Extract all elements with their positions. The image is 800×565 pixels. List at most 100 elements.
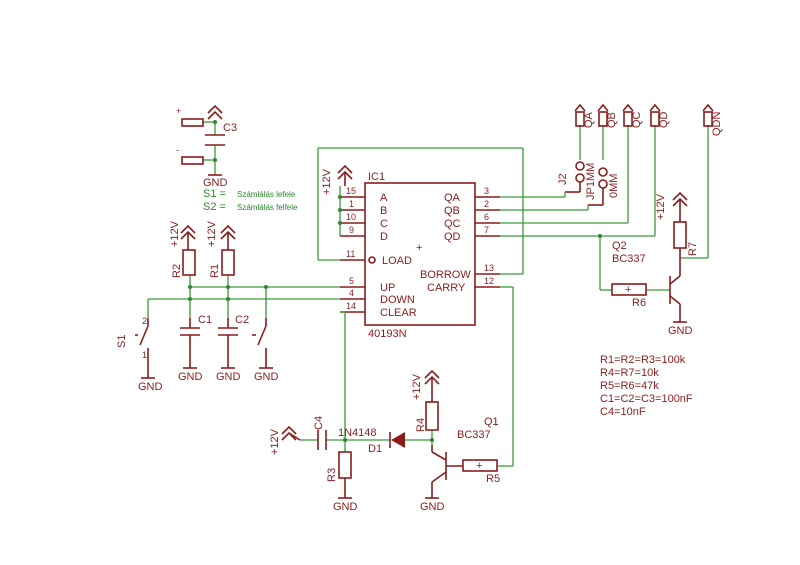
ic1-pin-4: 4 <box>349 288 354 298</box>
s1-pin1: 1 <box>142 350 147 360</box>
note-s2-text: Számlálás felfele <box>237 203 298 212</box>
capacitor-c3: C3 GND + - <box>176 104 237 189</box>
note-s2: S2 = <box>203 201 226 213</box>
output-connectors: QA QB QC QD QDN <box>574 103 723 137</box>
gnd-r3: GND <box>333 501 358 513</box>
r5-label: R5 <box>486 473 500 485</box>
ic1-pin-3: 3 <box>484 186 489 196</box>
value-line-4: C1=C2=C3=100nF <box>600 393 693 405</box>
switch-notes: S1 = Számlálás lefele S2 = Számlálás fel… <box>203 188 298 213</box>
ic1-label-c: C <box>380 218 388 230</box>
resistor-r5: + R5 <box>462 459 500 485</box>
ic1-pin-5: 5 <box>349 276 354 286</box>
wires <box>147 120 709 467</box>
c4-label: C4 <box>313 416 325 430</box>
gnd-c3: GND <box>203 177 228 189</box>
component-values: R1=R2=R3=100k R4=R7=10k R5=R6=47k C1=C2=… <box>600 354 693 418</box>
vcc-abcd-label: +12V <box>321 168 333 195</box>
r3-label: R3 <box>326 468 338 482</box>
out-qb: QB <box>606 112 618 128</box>
ic1-center-plus: + <box>416 242 422 254</box>
gnd-q2: GND <box>668 325 693 337</box>
r7-vcc-label: +12V <box>655 193 667 220</box>
jumpers: J2 JP1MM 0MM <box>557 161 620 210</box>
resistor-r6: + R6 <box>611 283 647 309</box>
r6-label: R6 <box>632 297 646 309</box>
transistor-q1: Q1 BC337 GND <box>420 416 499 513</box>
note-s1-text: Számlálás lefele <box>237 190 296 199</box>
ic1-label-clear: CLEAR <box>380 307 417 319</box>
j2-part: JP1MM <box>585 163 597 200</box>
ic1-pin-13: 13 <box>484 263 494 273</box>
ic1-label-qb: QB <box>444 205 460 217</box>
c3-label: C3 <box>223 122 237 134</box>
ic1-name: IC1 <box>368 171 385 183</box>
q2-part: BC337 <box>612 253 646 265</box>
ic1-label-borrow: BORROW <box>420 269 471 281</box>
out-qc: QC <box>631 111 643 128</box>
q1-name: Q1 <box>484 416 499 428</box>
gnd-s2: GND <box>254 371 279 383</box>
resistor-r2: +12V R2 <box>169 220 196 278</box>
out-qa: QA <box>583 111 595 128</box>
resistor-r4: +12V R4 <box>411 369 440 432</box>
c1-label: C1 <box>198 314 212 326</box>
j2-name: J2 <box>557 173 569 185</box>
value-line-5: C4=10nF <box>600 406 646 418</box>
ic1-pin-6: 6 <box>484 212 489 222</box>
ic1-inputs: 15 1 10 9 11 5 4 14 A B C D LOAD UP DOWN… <box>340 186 417 319</box>
ic1-pin-9: 9 <box>349 225 354 235</box>
q2-name: Q2 <box>612 240 627 252</box>
capacitor-c2: C2 GND <box>216 314 249 383</box>
r4-vcc-label: +12V <box>411 373 423 400</box>
switch-s1[interactable]: S1 1 2 GND <box>116 316 163 393</box>
r1-vcc-label: +12V <box>206 220 218 247</box>
q1-part: BC337 <box>457 429 491 441</box>
ic1-pin-12: 12 <box>484 276 494 286</box>
ic1-pin-1: 1 <box>349 199 354 209</box>
ic1: IC1 40193N + <box>364 171 476 340</box>
value-line-2: R4=R7=10k <box>600 367 659 379</box>
switch-s2[interactable]: GND <box>252 318 279 383</box>
r4-label: R4 <box>415 418 427 432</box>
ic1-pin-15: 15 <box>346 186 356 196</box>
out-qdn: QDN <box>711 112 723 137</box>
ic1-label-b: B <box>380 205 387 217</box>
resistor-r3: R3 GND <box>326 451 358 513</box>
c3-plus: + <box>176 106 181 116</box>
gnd-c1: GND <box>178 371 203 383</box>
r1-label: R1 <box>209 264 221 278</box>
resistor-r1: +12V R1 <box>206 220 236 278</box>
d1-name: D1 <box>368 443 382 455</box>
ic1-pin-11: 11 <box>346 249 355 259</box>
r5-plus: + <box>476 460 482 472</box>
diode-d1: 1N4148 D1 <box>338 427 405 455</box>
r7-label: R7 <box>687 242 699 256</box>
ic1-outputs: 3 2 6 7 13 12 QA QB QC QD BORROW CARRY <box>420 186 500 294</box>
ic1-pin-14: 14 <box>346 301 356 311</box>
gnd-s1: GND <box>138 381 163 393</box>
gnd-c2: GND <box>216 371 241 383</box>
s1-pin2: 2 <box>142 316 147 326</box>
ic1-label-load: LOAD <box>382 255 412 267</box>
ic1-label-down: DOWN <box>380 294 415 306</box>
s1-label: S1 <box>116 335 128 348</box>
j1-part: 0MM <box>608 174 620 198</box>
r2-vcc-label: +12V <box>169 220 181 247</box>
r2-label: R2 <box>171 264 183 278</box>
ic1-label-qc: QC <box>444 218 461 230</box>
ic1-label-a: A <box>380 192 388 204</box>
ic1-label-carry: CARRY <box>427 282 466 294</box>
note-s1: S1 = <box>203 188 226 200</box>
out-qd: QD <box>658 111 670 128</box>
d1-part: 1N4148 <box>338 427 377 439</box>
ic1-pin-7: 7 <box>484 225 489 235</box>
ic1-label-up: UP <box>380 282 395 294</box>
c3-minus: - <box>176 145 179 155</box>
ic1-label-qa: QA <box>444 192 461 204</box>
transistor-q2: Q2 BC337 GND <box>612 240 693 337</box>
ic1-pin-10: 10 <box>346 212 356 222</box>
gnd-q1: GND <box>420 501 445 513</box>
capacitor-c4: +12V C4 <box>269 416 327 455</box>
